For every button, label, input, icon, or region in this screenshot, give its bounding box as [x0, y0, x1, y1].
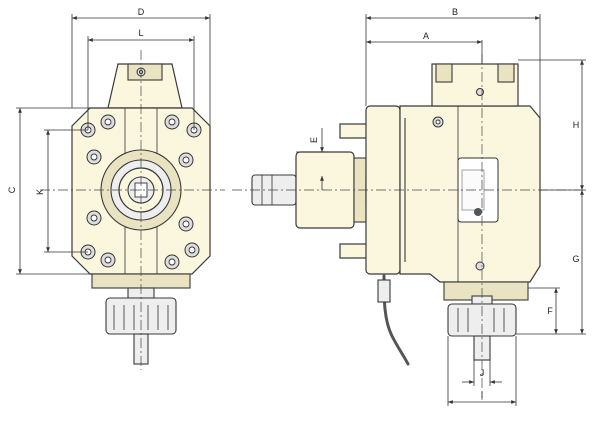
side-clamp-tab-right [497, 63, 515, 83]
dim-label-f: F [547, 306, 553, 316]
dim-label-j: J [480, 368, 485, 378]
bolt-core-icon [90, 153, 98, 161]
bolt-core-icon [188, 246, 196, 254]
bolt-core-icon [104, 256, 112, 264]
side-bottom-screw-icon [475, 261, 485, 271]
dim-label-i: I [481, 390, 484, 400]
dim-label-l: L [138, 28, 143, 38]
side-name-plate-logo [474, 208, 482, 216]
front-bolts [80, 114, 202, 270]
dim-label-g: G [572, 254, 579, 264]
bolt-core-icon [90, 214, 98, 222]
side-clamp-screw [476, 88, 484, 96]
front-collet-nut-grooves [113, 305, 169, 330]
front-dimensions: D L C K [7, 7, 211, 275]
dim-label-c: C [7, 186, 17, 193]
side-mount-pin-bottom [339, 243, 369, 259]
dim-label-e: E [309, 137, 319, 143]
dim-label-b: B [452, 7, 458, 17]
side-clamp-tab-left [435, 63, 453, 83]
dim-label-h: H [573, 120, 580, 130]
front-view [40, 50, 225, 370]
dim-label-a: A [423, 31, 429, 41]
side-hose-fitting [377, 279, 391, 303]
dim-label-d: D [138, 7, 145, 17]
side-mount-pin-top [339, 123, 369, 139]
bolt-core-icon [168, 258, 176, 266]
side-dimensions: B A H G F E J I [296, 7, 586, 406]
side-collet-nut-grooves [457, 308, 505, 332]
bolt-core-icon [104, 118, 112, 126]
dim-label-k: K [35, 189, 45, 195]
side-body-screw-core [435, 119, 441, 125]
bolt-core-icon [168, 118, 176, 126]
bolt-core-icon [182, 156, 190, 164]
side-view [232, 54, 580, 400]
bolt-core-icon [182, 220, 190, 228]
